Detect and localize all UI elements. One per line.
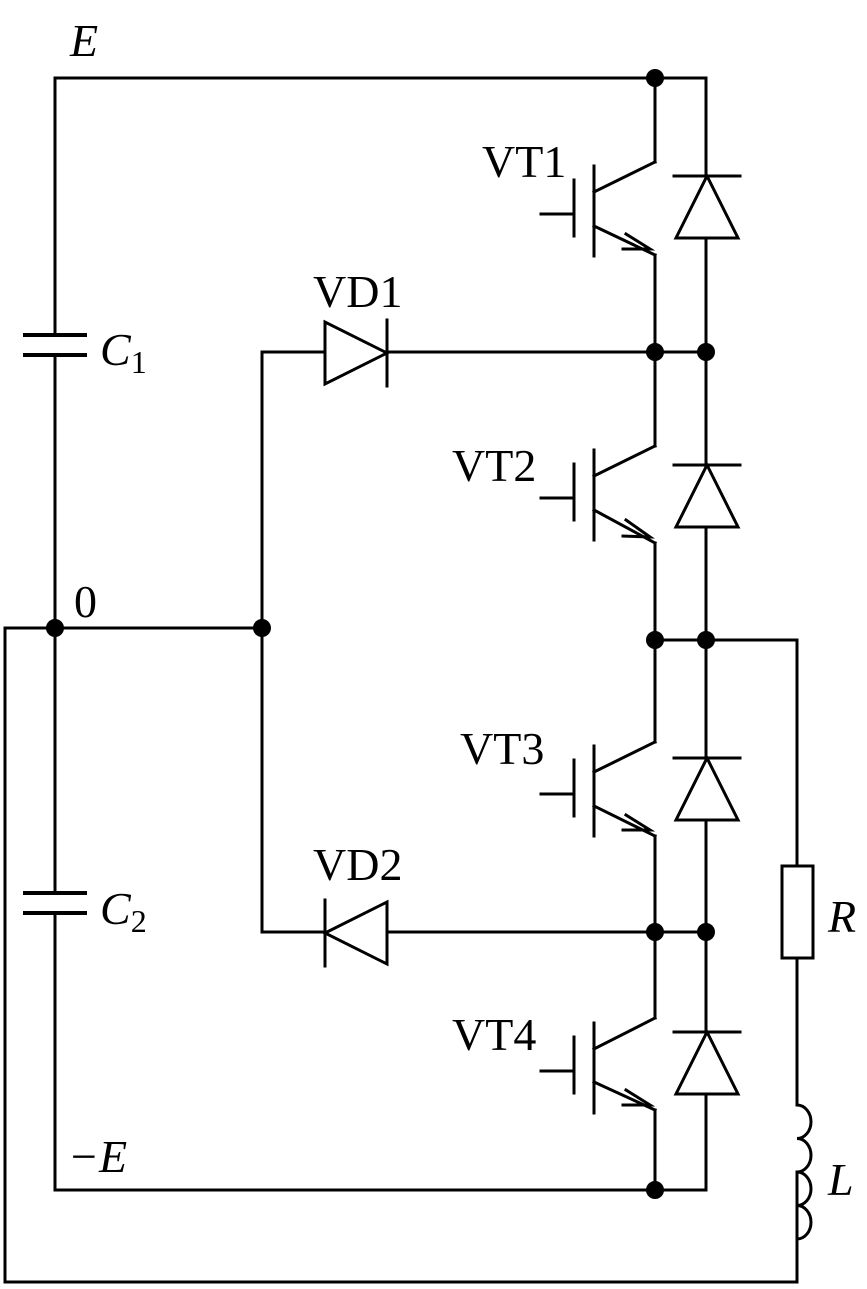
freewheel-diode-1 (672, 172, 742, 240)
c1-subscript: 1 (131, 344, 147, 380)
freewheel-diode-2 (672, 461, 742, 529)
label-vt2: VT2 (452, 440, 536, 491)
load-resistor (780, 864, 815, 960)
capacitor-c2 (23, 891, 87, 915)
c2-subscript: 2 (131, 903, 147, 939)
c2-symbol: C (100, 883, 132, 934)
label-vt3: VT3 (460, 723, 544, 774)
output-load-wire (653, 638, 799, 1107)
wires (3, 76, 799, 1284)
junction-dots (46, 69, 715, 1199)
positive-rail-wire (53, 76, 708, 1192)
label-c1: C1 (100, 324, 147, 380)
label-positive-rail: E (69, 15, 98, 66)
label-neutral-point: 0 (74, 576, 97, 627)
clamp-diode-vd1 (323, 318, 391, 388)
label-vd2: VD2 (313, 839, 402, 890)
label-negative-rail: −E (68, 1131, 127, 1182)
igbt-vt4 (539, 1015, 658, 1115)
label-resistor: R (827, 891, 856, 942)
capacitor-c1 (23, 333, 87, 357)
freewheel-diode-3 (672, 754, 742, 822)
load-inductor (795, 1103, 813, 1241)
capacitor-column-wire (53, 76, 708, 1192)
neutral-return-wire (3, 626, 799, 1284)
label-vt4: VT4 (452, 1009, 536, 1060)
igbt-vt1 (539, 159, 658, 258)
igbt-vt3 (539, 739, 658, 839)
label-vt1: VT1 (482, 136, 566, 187)
igbt-vt2 (539, 443, 658, 546)
clamp-diode-vd2 (321, 898, 389, 968)
label-inductor: L (827, 1154, 854, 1205)
label-c2: C2 (100, 883, 147, 939)
label-vd1: VD1 (313, 266, 402, 317)
c1-symbol: C (100, 324, 132, 375)
freewheel-diode-4 (672, 1028, 742, 1096)
